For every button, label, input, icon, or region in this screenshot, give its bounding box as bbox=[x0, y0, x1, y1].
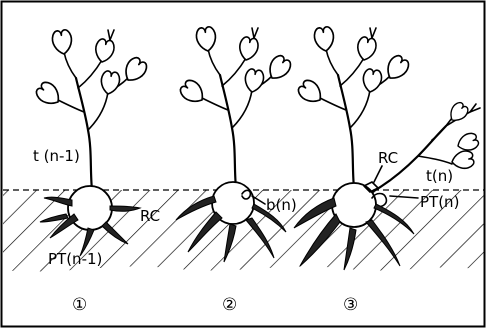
panel-number-2: ② bbox=[222, 295, 237, 315]
panel-2: b(n) ② bbox=[176, 26, 297, 315]
label-pt-n-1: PT(n-1) bbox=[48, 250, 102, 268]
label-pt-n: PT(n) bbox=[420, 193, 459, 211]
label-stem-t-n-1: t (n-1) bbox=[33, 147, 80, 165]
panel-number-1: ① bbox=[72, 295, 87, 315]
panel-3: RC t(n) PT(n) ③ bbox=[294, 26, 480, 315]
label-stem-t-n: t(n) bbox=[426, 167, 453, 185]
label-rc-1: RC bbox=[140, 207, 160, 225]
shoot-panel-2 bbox=[178, 26, 294, 188]
panel-1: t (n-1) RC PT(n-1) ① bbox=[33, 29, 160, 315]
panel-number-3: ③ bbox=[343, 295, 358, 315]
label-bud-b-n: b(n) bbox=[266, 196, 297, 214]
shoot-t-n-1 bbox=[34, 29, 150, 190]
label-rc-3: RC bbox=[378, 149, 398, 167]
